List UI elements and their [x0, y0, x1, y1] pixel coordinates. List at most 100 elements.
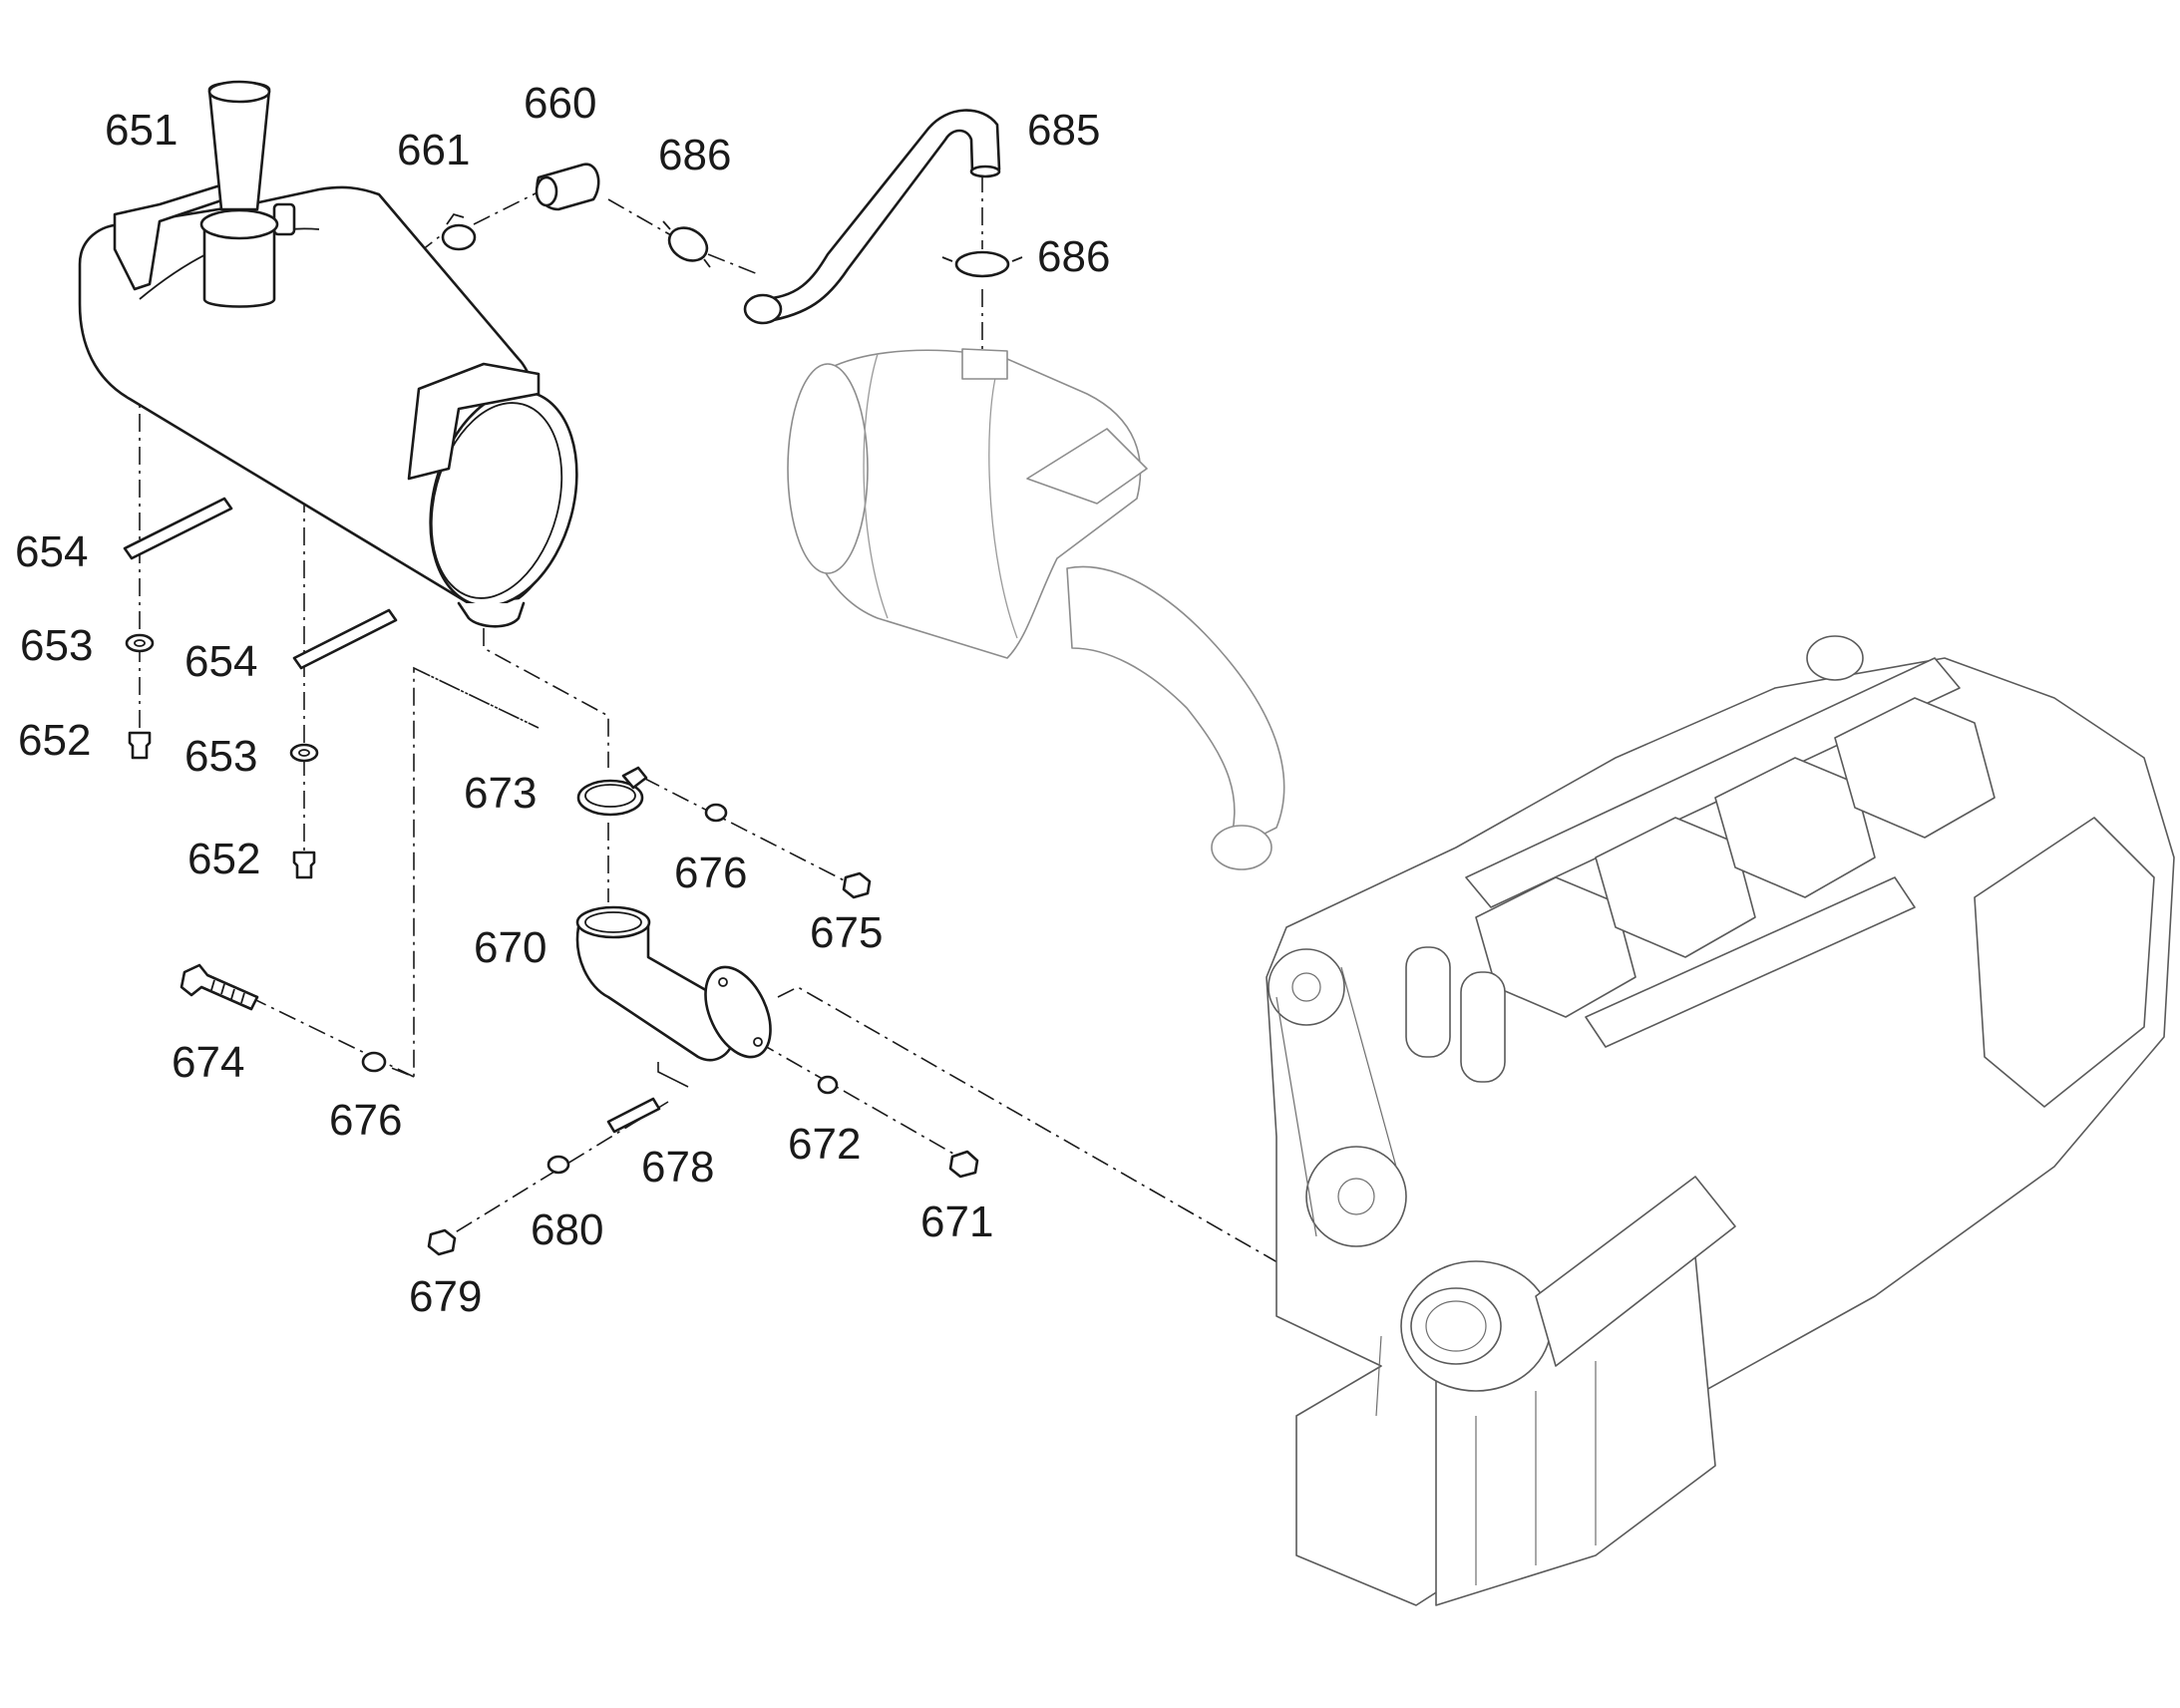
engine-rear-housing — [1974, 817, 2155, 1108]
elbow-670-flange-hole-2 — [753, 1037, 763, 1047]
mounting-hardware-left — [123, 497, 398, 879]
engine-dipstick — [1375, 1335, 1382, 1417]
clamp-686-lower-bolt — [941, 256, 1023, 262]
nut-671 — [948, 1150, 979, 1179]
callout-680: 680 — [531, 1205, 603, 1254]
engine-turbocharger — [1400, 1176, 1736, 1392]
catalyst-inlet-stub — [961, 348, 1008, 380]
washer-653-left-hole — [134, 639, 146, 647]
leader-676-to-674 — [228, 986, 415, 1078]
washer-676-upper — [704, 803, 728, 823]
engine-front-accessories — [1268, 946, 1506, 1247]
nut-675 — [842, 871, 872, 899]
callout-673: 673 — [464, 769, 537, 818]
callout-671: 671 — [920, 1197, 993, 1246]
pin-678 — [606, 1097, 661, 1134]
catalyst-band-1 — [863, 353, 889, 619]
engine-pulley-upper-hub — [1291, 972, 1321, 1002]
catalyst-outlet-hose — [1066, 565, 1285, 854]
leader-660-to-686 — [607, 198, 679, 240]
nut-679 — [427, 1228, 457, 1256]
strap-654-left — [123, 497, 233, 560]
cylinder-head-3 — [1714, 757, 1876, 898]
leader-674-bracket — [388, 666, 540, 1079]
washer-680 — [546, 1155, 570, 1175]
washer-672 — [817, 1075, 839, 1095]
callout-678: 678 — [641, 1143, 714, 1192]
bolt-674 — [180, 963, 259, 1011]
leader-flange-to-turbo — [777, 986, 1916, 1337]
callout-670: 670 — [474, 923, 546, 972]
lower-hardware — [180, 963, 979, 1256]
strap-654-right — [292, 608, 398, 670]
clamp-661 — [441, 223, 477, 251]
catalyst-end — [787, 363, 869, 574]
engine-oil-cap — [1806, 635, 1864, 681]
callout-686-lower: 686 — [1037, 232, 1110, 281]
leader-673-to-675 — [642, 777, 859, 888]
callout-676-lower: 676 — [329, 1096, 402, 1145]
callout-653-left: 653 — [20, 621, 93, 670]
engine-oil-filter-2 — [1460, 971, 1506, 1083]
muffler-side-port — [272, 202, 296, 236]
muffler-bracket-end — [407, 362, 541, 481]
engine-valve-cover-rail — [1465, 657, 1961, 908]
clamp-661-tab — [446, 212, 465, 225]
washer-653-right-hole — [298, 749, 310, 757]
tailpipe-base-ring — [199, 208, 279, 240]
callout-labels: 651 660 661 686 685 686 654 653 652 654 … — [15, 79, 1110, 1321]
turbo-outlet-inner — [1425, 1300, 1487, 1352]
clamp-673 — [576, 779, 644, 817]
muffler-assembly — [78, 80, 578, 628]
cylinder-head-4 — [1834, 697, 1996, 839]
callout-674: 674 — [172, 1038, 244, 1087]
washer-676-lower — [361, 1051, 387, 1073]
muffler-end-cap-rim — [430, 402, 563, 599]
callout-660: 660 — [524, 79, 596, 128]
clamp-673-lug — [621, 766, 648, 790]
cylinder-head-2 — [1595, 817, 1756, 958]
pipe-685-upper-opening — [969, 165, 1001, 178]
callout-672: 672 — [788, 1120, 861, 1169]
clamp-686-upper — [667, 226, 709, 262]
upper-pipework — [441, 109, 1023, 325]
elbow-670-inlet-inner — [584, 911, 642, 933]
callout-652-right: 652 — [187, 835, 260, 883]
washer-653-right — [289, 743, 319, 763]
elbow-660-opening — [535, 175, 558, 207]
engine-cylinder-heads — [1475, 697, 1996, 1018]
engine-belt — [1275, 966, 1397, 1237]
elbow-670-flange — [704, 965, 772, 1059]
callout-679: 679 — [409, 1272, 482, 1321]
engine-intake-manifold — [1585, 876, 1916, 1048]
pipe-685-lower-opening — [743, 293, 783, 325]
leader-686-to-pipe — [707, 253, 759, 275]
turbo-pipe — [1535, 1176, 1736, 1367]
leader-outlet-to-673 — [483, 628, 609, 768]
callout-676-upper: 676 — [674, 849, 747, 897]
engine-pulley-lower — [1305, 1146, 1407, 1247]
tailpipe-base-pipe — [202, 222, 276, 308]
callout-652-left: 652 — [18, 716, 91, 765]
callout-685: 685 — [1027, 106, 1100, 155]
tailpipe-top-opening — [207, 80, 271, 104]
callout-651: 651 — [105, 106, 178, 155]
callout-675: 675 — [810, 908, 883, 957]
bolt-674-thread — [210, 979, 245, 1004]
muffler-outlet-stub — [457, 601, 526, 628]
pipe-685 — [756, 109, 1001, 323]
leader-670-to-678 — [657, 1062, 689, 1088]
callout-653-right: 653 — [184, 732, 257, 781]
outlet-clamp-hardware — [576, 766, 872, 899]
bolt-652-left — [128, 731, 152, 760]
catalyst-band-2 — [988, 368, 1018, 639]
outlet-elbow-670 — [575, 905, 772, 1062]
leader-670-to-671 — [757, 1041, 968, 1163]
engine-oil-filter-1 — [1405, 946, 1451, 1058]
washer-653-left — [125, 633, 155, 653]
catalyst-hose-clamp — [1211, 825, 1272, 870]
elbow-670-flange-hole — [718, 977, 728, 987]
clamp-686-lower — [954, 250, 1010, 278]
callout-654-right: 654 — [184, 637, 257, 686]
